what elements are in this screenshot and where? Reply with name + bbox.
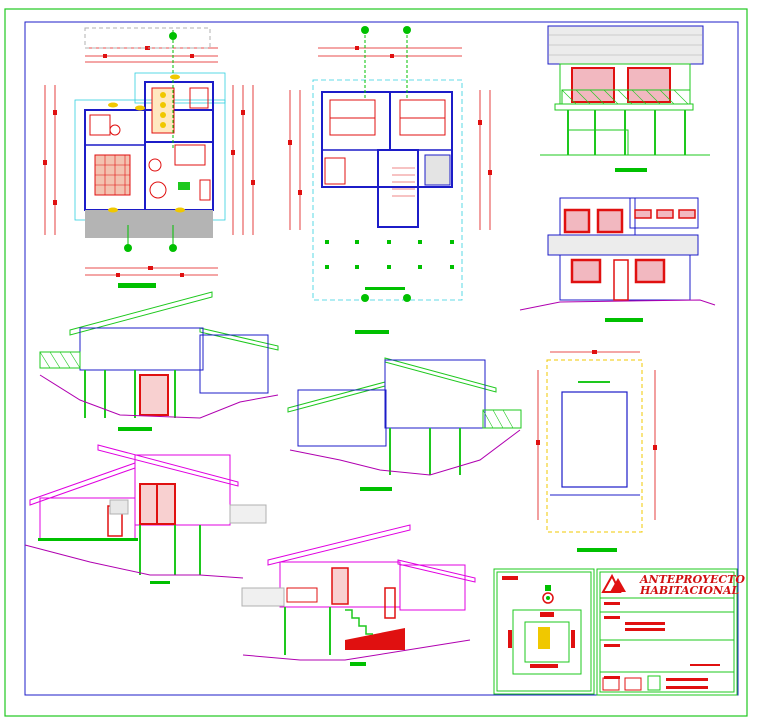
location-plan[interactable]: [493, 568, 595, 695]
outer-frame: [4, 8, 748, 717]
elevation-front[interactable]: [540, 25, 710, 172]
section-1[interactable]: [24, 444, 267, 584]
inner-frame: [24, 21, 739, 696]
project-title-line1: ANTEPROYECTO: [639, 573, 745, 586]
plan-ground[interactable]: [43, 27, 255, 288]
project-title-line2: HABITACIONAL: [639, 584, 740, 597]
triangle-logo-icon: [601, 573, 626, 593]
elevation-back[interactable]: [519, 197, 716, 322]
plan-upper[interactable]: [288, 26, 492, 334]
elevation-side-1[interactable]: [39, 291, 279, 431]
north-arrow-icon: [542, 592, 554, 604]
elevation-side-2[interactable]: [287, 357, 522, 491]
foundation-plan[interactable]: [536, 350, 657, 552]
title-block: ANTEPROYECTO HABITACIONAL: [596, 568, 745, 696]
section-2[interactable]: [241, 524, 476, 666]
